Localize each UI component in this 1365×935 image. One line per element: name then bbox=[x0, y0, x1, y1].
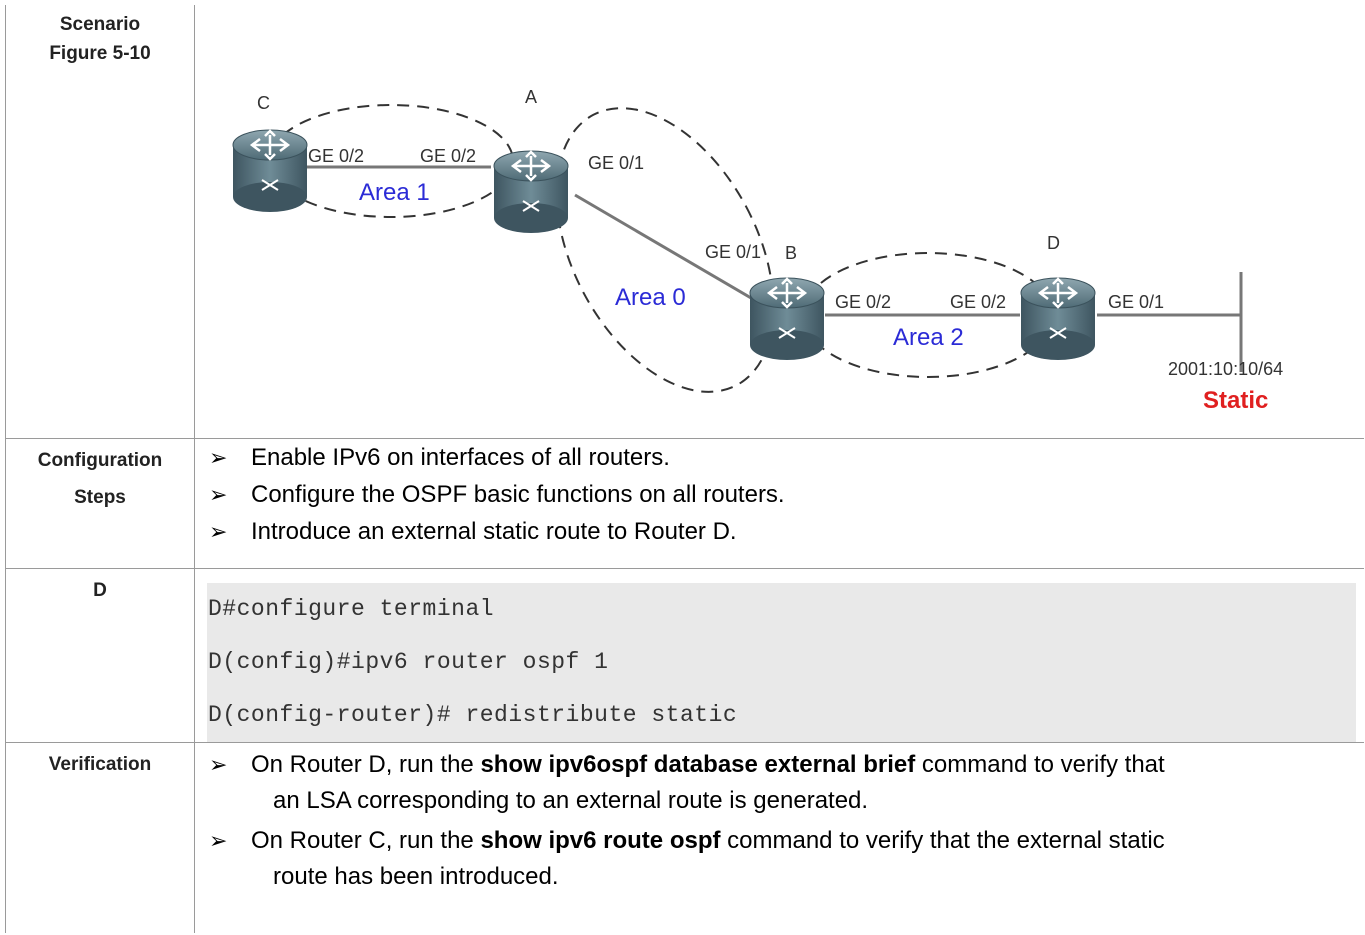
area0-label: Area 0 bbox=[615, 284, 686, 311]
steps-row: Configuration Steps ➢Enable IPv6 on inte… bbox=[5, 438, 1364, 569]
router-d-icon bbox=[1019, 276, 1097, 362]
area1-label: Area 1 bbox=[359, 179, 430, 206]
list-item: ➢Enable IPv6 on interfaces of all router… bbox=[209, 439, 1364, 476]
network-prefix-label: 2001:10:10/64 bbox=[1168, 359, 1283, 379]
port-a-ge02: GE 0/2 bbox=[420, 146, 476, 166]
d-code-cell: D#configure terminal D(config)#ipv6 rout… bbox=[194, 568, 1364, 743]
scenario-row: Scenario Figure 5-10 bbox=[5, 5, 1364, 439]
verification-row: Verification ➢ On Router D, run the show… bbox=[5, 742, 1364, 933]
router-c-icon bbox=[231, 128, 309, 214]
arrow-bullet-icon: ➢ bbox=[209, 445, 228, 470]
area0-boundary bbox=[555, 107, 775, 393]
list-item: ➢Configure the OSPF basic functions on a… bbox=[209, 476, 1364, 513]
config-table: Scenario Figure 5-10 bbox=[5, 5, 1364, 933]
arrow-bullet-icon: ➢ bbox=[209, 828, 228, 853]
port-d-ge01: GE 0/1 bbox=[1108, 292, 1164, 312]
port-c-ge02: GE 0/2 bbox=[308, 146, 364, 166]
arrow-bullet-icon: ➢ bbox=[209, 752, 228, 777]
steps-list: ➢Enable IPv6 on interfaces of all router… bbox=[195, 439, 1364, 550]
link-a-b bbox=[574, 193, 764, 307]
router-b-icon bbox=[748, 276, 826, 362]
port-a-ge01: GE 0/1 bbox=[588, 153, 644, 173]
port-d-ge02: GE 0/2 bbox=[950, 292, 1006, 312]
arrow-bullet-icon: ➢ bbox=[209, 482, 228, 507]
verification-list: ➢ On Router D, run the show ipv6ospf dat… bbox=[195, 743, 1364, 895]
command-text: show ipv6 route ospf bbox=[480, 827, 721, 854]
steps-label-line1: Configuration bbox=[37, 450, 163, 471]
d-config-row: D D#configure terminal D(config)#ipv6 ro… bbox=[5, 568, 1364, 743]
diagram-cell: C A B D GE 0/2 GE 0/2 GE 0/1 GE 0/1 GE 0… bbox=[194, 5, 1364, 439]
router-c-label: C bbox=[257, 93, 270, 113]
port-b-ge02: GE 0/2 bbox=[835, 292, 891, 312]
scenario-label-cell: Scenario Figure 5-10 bbox=[5, 5, 195, 439]
command-text: show ipv6ospf database external brief bbox=[480, 751, 916, 778]
area2-label: Area 2 bbox=[893, 324, 964, 351]
figure-label: Figure 5-10 bbox=[49, 43, 151, 64]
port-b-ge01: GE 0/1 bbox=[705, 242, 761, 262]
verification-label-cell: Verification bbox=[5, 742, 195, 933]
d-label-cell: D bbox=[5, 568, 195, 743]
network-diagram: C A B D GE 0/2 GE 0/2 GE 0/1 GE 0/1 GE 0… bbox=[231, 87, 1283, 414]
router-a-label: A bbox=[525, 87, 537, 107]
code-line: D(config)#ipv6 router ospf 1 bbox=[208, 649, 609, 675]
verification-content-cell: ➢ On Router D, run the show ipv6ospf dat… bbox=[194, 742, 1364, 933]
static-label: Static bbox=[1203, 387, 1268, 414]
list-item: ➢ On Router D, run the show ipv6ospf dat… bbox=[209, 747, 1364, 819]
steps-label-line2: Steps bbox=[74, 487, 126, 508]
router-a-icon bbox=[492, 149, 570, 235]
router-b-label: B bbox=[785, 243, 797, 263]
steps-content-cell: ➢Enable IPv6 on interfaces of all router… bbox=[194, 438, 1364, 569]
code-line: D(config-router)# redistribute static bbox=[208, 702, 738, 728]
scenario-label: Scenario bbox=[59, 14, 141, 35]
verification-label: Verification bbox=[48, 754, 152, 775]
router-d-label: D bbox=[1047, 233, 1060, 253]
list-item: ➢ On Router C, run the show ipv6 route o… bbox=[209, 823, 1364, 895]
list-item: ➢Introduce an external static route to R… bbox=[209, 513, 1364, 550]
steps-label-cell: Configuration Steps bbox=[5, 438, 195, 569]
d-label: D bbox=[93, 580, 107, 601]
arrow-bullet-icon: ➢ bbox=[209, 519, 228, 544]
code-block: D#configure terminal D(config)#ipv6 rout… bbox=[207, 583, 1356, 742]
code-line: D#configure terminal bbox=[208, 596, 495, 622]
